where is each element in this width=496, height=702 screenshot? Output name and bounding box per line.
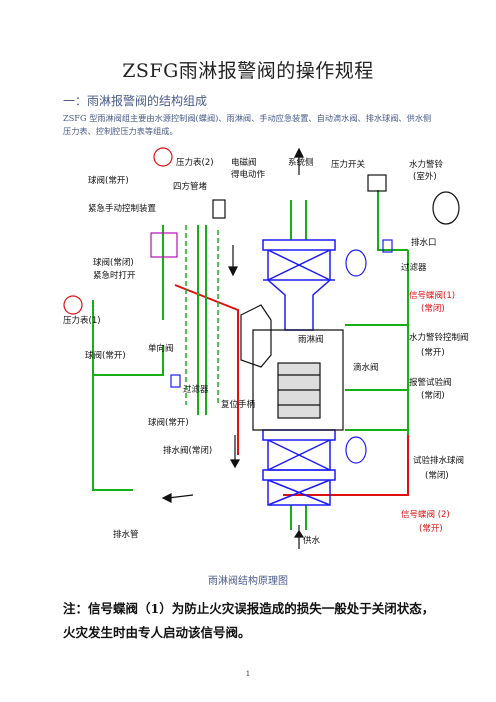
flow-arrows [161, 147, 305, 549]
label-alarm-test-2: (常闭) [421, 390, 445, 401]
label-signal-valve-2a: 信号蝶阀 (2) [401, 509, 450, 520]
label-ball-valve-closed-2: 紧急时打开 [93, 270, 136, 281]
label-signal-valve-1b: (常闭) [421, 303, 445, 314]
label-ball-valve-left: 球阀(常开) [85, 350, 126, 361]
label-drip-valve: 滴水阀 [353, 362, 379, 373]
label-reset-handle: 复位手柄 [221, 399, 256, 410]
document-title: ZSFG雨淋报警阀的操作规程 [122, 60, 374, 82]
green-pipes [92, 190, 409, 530]
label-drain-outlet: 排水口 [411, 237, 437, 248]
label-water-bell-1: 水力警铃 [409, 159, 444, 170]
label-bell-control-2: (常开) [421, 347, 445, 358]
label-filter-left: 过滤器 [183, 384, 209, 395]
label-drain-valve: 排水阀(常闭) [163, 445, 212, 456]
label-ball-valve-open: 球阀(常开) [88, 175, 129, 186]
label-test-drain-2: (常闭) [425, 470, 449, 481]
note-paragraph: 注：信号蝶阀（1）为防止火灾误报造成的损失一般处于关闭状态，火灾发生时由专人启动… [63, 601, 435, 640]
label-drain-pipe: 排水管 [113, 529, 139, 540]
green-dashed-lines [185, 225, 219, 405]
label-pressure-switch: 压力开关 [331, 159, 366, 170]
intro-paragraph: ZSFG 型雨淋阀组主要由水源控制阀(蝶阀)、雨淋阀、手动应急装置、自动滴水阀、… [63, 113, 432, 136]
small-valves [63, 147, 460, 464]
red-drain-pipe [174, 284, 409, 496]
label-ball-valve-bottom: 球阀(常开) [148, 417, 189, 428]
label-signal-valve-1a: 信号蝶阀(1) [409, 290, 455, 301]
label-water-supply: 供水 [303, 535, 321, 546]
figure-caption: 雨淋阀结构原理图 [208, 576, 288, 587]
label-check-valve: 单向阀 [148, 343, 174, 354]
label-test-drain-1: 试验排水球阀 [413, 455, 464, 466]
label-four-way: 四方管堵 [173, 181, 208, 192]
label-filter-right: 过滤器 [401, 262, 427, 273]
label-system-side: 系统侧 [288, 157, 314, 168]
valve-core [240, 304, 344, 431]
label-water-bell-2: (室外) [413, 171, 437, 182]
label-pressure-gauge-2: 压力表(2) [176, 157, 214, 168]
label-electric-action: 得电动作 [231, 169, 266, 180]
label-alarm-test-1: 报警试验阀 [409, 377, 452, 388]
page-number: 1 [245, 670, 251, 678]
label-emergency-device: 紧急手动控制装置 [88, 203, 157, 214]
label-signal-valve-2b: (常开) [419, 523, 443, 534]
label-solenoid-valve: 电磁阀 [231, 157, 257, 168]
label-pressure-gauge-1: 压力表(1) [63, 315, 101, 326]
label-bell-control-1: 水力警铃控制阀 [409, 332, 469, 343]
deluge-valve-diagram: 压力表(2) 电磁阀 得电动作 系统侧 压力开关 水力警铃 (室外) 球阀(常开… [63, 147, 469, 549]
section-heading: 一：雨淋报警阀的结构组成 [63, 94, 208, 108]
label-deluge-valve: 雨淋阀 [298, 334, 324, 345]
label-ball-valve-closed-1: 球阀(常闭) [93, 257, 134, 268]
